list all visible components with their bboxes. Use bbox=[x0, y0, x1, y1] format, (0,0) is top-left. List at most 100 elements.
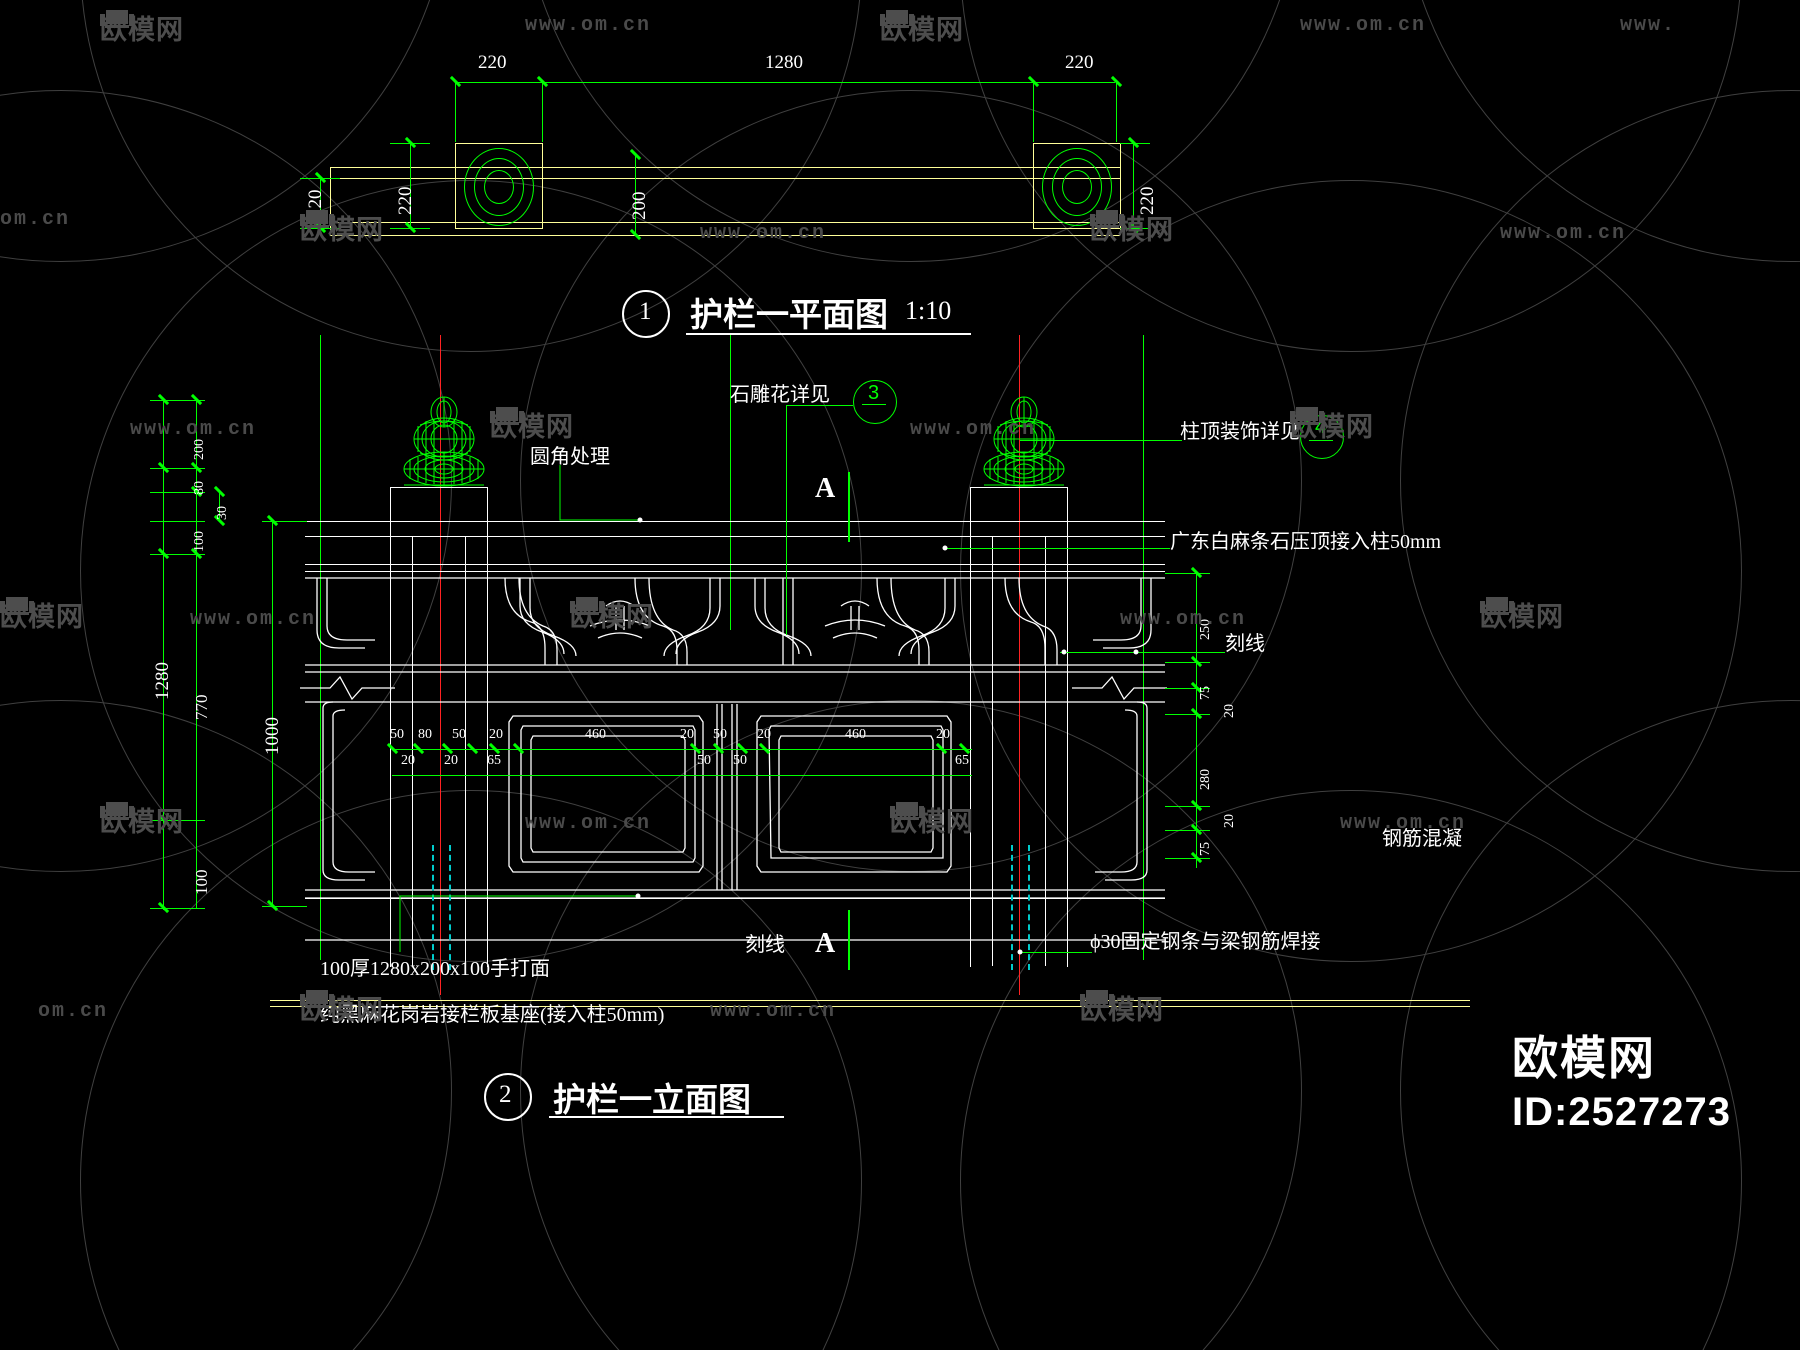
stone-flower-leader-h bbox=[786, 405, 853, 406]
rail-dim-20b: 20 bbox=[680, 727, 694, 742]
right-ext bbox=[1165, 662, 1210, 663]
rebar-dashed-right2 bbox=[1028, 845, 1030, 970]
plan-ext bbox=[390, 228, 430, 229]
watermark-logo: 欧模网 bbox=[490, 405, 574, 444]
rail-dim-460a: 460 bbox=[585, 727, 606, 742]
left-ext bbox=[150, 521, 205, 522]
engraved-right-dots bbox=[1061, 649, 1139, 655]
left-dim-chain-100b bbox=[196, 820, 197, 908]
caprail-line bbox=[305, 571, 1165, 572]
rail-dim-20a: 20 bbox=[489, 727, 503, 742]
right-dim-75a: 75 bbox=[1198, 686, 1213, 700]
watermark-url: www.om.cn bbox=[190, 608, 317, 631]
plan-outline bbox=[330, 178, 1120, 179]
plan-ext bbox=[1120, 228, 1150, 229]
plan-dim-220-v: 220 bbox=[395, 186, 416, 216]
column-top-bubble-divider bbox=[1309, 440, 1333, 441]
watermark-logo: 欧模网 bbox=[1080, 988, 1164, 1027]
elevation-ref-line-mid bbox=[730, 335, 731, 630]
carved-scroll-right bbox=[754, 578, 956, 657]
plan-dim-220-right: 220 bbox=[1065, 52, 1094, 73]
rail-dim-50e: 50 bbox=[733, 753, 747, 768]
section-mark-top: A bbox=[815, 473, 836, 504]
plan-title: 护栏一平面图 bbox=[690, 298, 888, 334]
annotation-rebar-concrete: 钢筋混凝 bbox=[1382, 828, 1462, 850]
left-dim-chain-770 bbox=[196, 554, 197, 820]
rail-dim-20f: 20 bbox=[444, 753, 458, 768]
annotation-engraved-right: 刻线 bbox=[1225, 633, 1265, 655]
watermark-url: www.om.cn bbox=[525, 14, 652, 37]
capstone-leader bbox=[945, 548, 1170, 549]
weld-note-leader bbox=[1020, 952, 1092, 953]
plan-column-right-box bbox=[1033, 143, 1034, 229]
stone-flower-bubble-divider bbox=[862, 404, 886, 405]
column-top-leader bbox=[1020, 440, 1182, 441]
round-corner-leader bbox=[559, 465, 643, 523]
carved-frieze-band bbox=[305, 577, 1165, 673]
watermark-url: www.om.cn bbox=[1500, 222, 1627, 245]
rail-dim-65b: 65 bbox=[955, 753, 969, 768]
right-ext bbox=[1165, 806, 1210, 807]
sofa-icon bbox=[100, 10, 134, 28]
right-ext bbox=[1165, 714, 1210, 715]
watermark-url: om.cn bbox=[38, 1000, 109, 1023]
plan-column-right-ring-mid bbox=[1052, 158, 1102, 216]
left-ext bbox=[150, 468, 205, 469]
left-dim-chain-80 bbox=[196, 468, 197, 492]
rail-dim-20e: 20 bbox=[401, 753, 415, 768]
plan-ext bbox=[390, 143, 430, 144]
left-dim-100b: 100 bbox=[192, 869, 211, 896]
left-dim-770: 770 bbox=[192, 694, 211, 721]
column-left-edge bbox=[487, 487, 488, 967]
balustrade-panels bbox=[305, 701, 1165, 941]
plan-column-left-ring-inner bbox=[484, 170, 514, 204]
watermark-logo: 欧模网 bbox=[0, 595, 84, 634]
stone-flower-bubble-number: 3 bbox=[868, 382, 880, 404]
annotation-stone-flower: 石雕花详见 bbox=[730, 384, 830, 406]
right-ext bbox=[1165, 688, 1210, 689]
sofa-icon bbox=[1480, 597, 1514, 615]
column-left-inner bbox=[412, 536, 413, 966]
annotation-capstone: 广东白麻条石压顶接入柱50mm bbox=[1170, 531, 1442, 553]
left-ext bbox=[150, 492, 205, 493]
column-right-edge bbox=[1067, 487, 1068, 967]
sofa-icon bbox=[100, 802, 134, 820]
plan-outline bbox=[330, 167, 331, 235]
annotation-weld-note: ϕ30固定钢条与梁钢筋焊接 bbox=[1090, 931, 1321, 953]
plan-column-left-box bbox=[455, 143, 456, 229]
plan-column-right-ring-outer bbox=[1042, 148, 1112, 226]
rebar-dashed-left bbox=[432, 845, 434, 970]
watermark-arc bbox=[1400, 0, 1800, 262]
rail-dim-65a: 65 bbox=[487, 753, 501, 768]
right-dim-250: 250 bbox=[1198, 619, 1213, 640]
plan-ext bbox=[1120, 143, 1150, 144]
watermark-url: www.om.cn bbox=[130, 418, 257, 441]
capstone-leader-dot bbox=[942, 545, 948, 551]
base-line-2 bbox=[270, 1006, 1470, 1007]
plan-dim-120: 120 bbox=[305, 189, 326, 219]
finial-left-ornament bbox=[403, 396, 485, 487]
carved-scroll-left bbox=[519, 578, 721, 657]
annotation-granite-base: 纯黑麻花岗岩接栏板基座(接入柱50mm) bbox=[320, 1004, 665, 1026]
plan-ext-line bbox=[1033, 82, 1034, 142]
left-dim-chain-30 bbox=[219, 492, 220, 521]
rebar-dashed-left2 bbox=[449, 845, 451, 970]
column-right-inner bbox=[1045, 536, 1046, 966]
brand-id: ID:2527273 bbox=[1512, 1090, 1732, 1134]
plan-title-bubble bbox=[622, 290, 670, 338]
left-dim-chain-100 bbox=[196, 492, 197, 554]
plan-column-right-ring-inner bbox=[1062, 170, 1092, 204]
watermark-url: www.om.cn bbox=[710, 1000, 837, 1023]
rail-dim-line-lower bbox=[392, 775, 972, 776]
plan-right-dim-line-220 bbox=[1133, 143, 1134, 228]
elevation-title: 护栏一立面图 bbox=[553, 1083, 751, 1119]
plan-column-left-ring-mid bbox=[474, 158, 524, 216]
watermark-logo: 欧模网 bbox=[1480, 595, 1564, 634]
elevation-title-underline bbox=[549, 1116, 784, 1118]
plan-column-right-box bbox=[1120, 143, 1121, 229]
caprail-line bbox=[305, 536, 1165, 537]
break-line-left bbox=[300, 675, 395, 701]
watermark-logo-text: 欧模网 bbox=[100, 15, 184, 45]
right-ext bbox=[1165, 573, 1210, 574]
